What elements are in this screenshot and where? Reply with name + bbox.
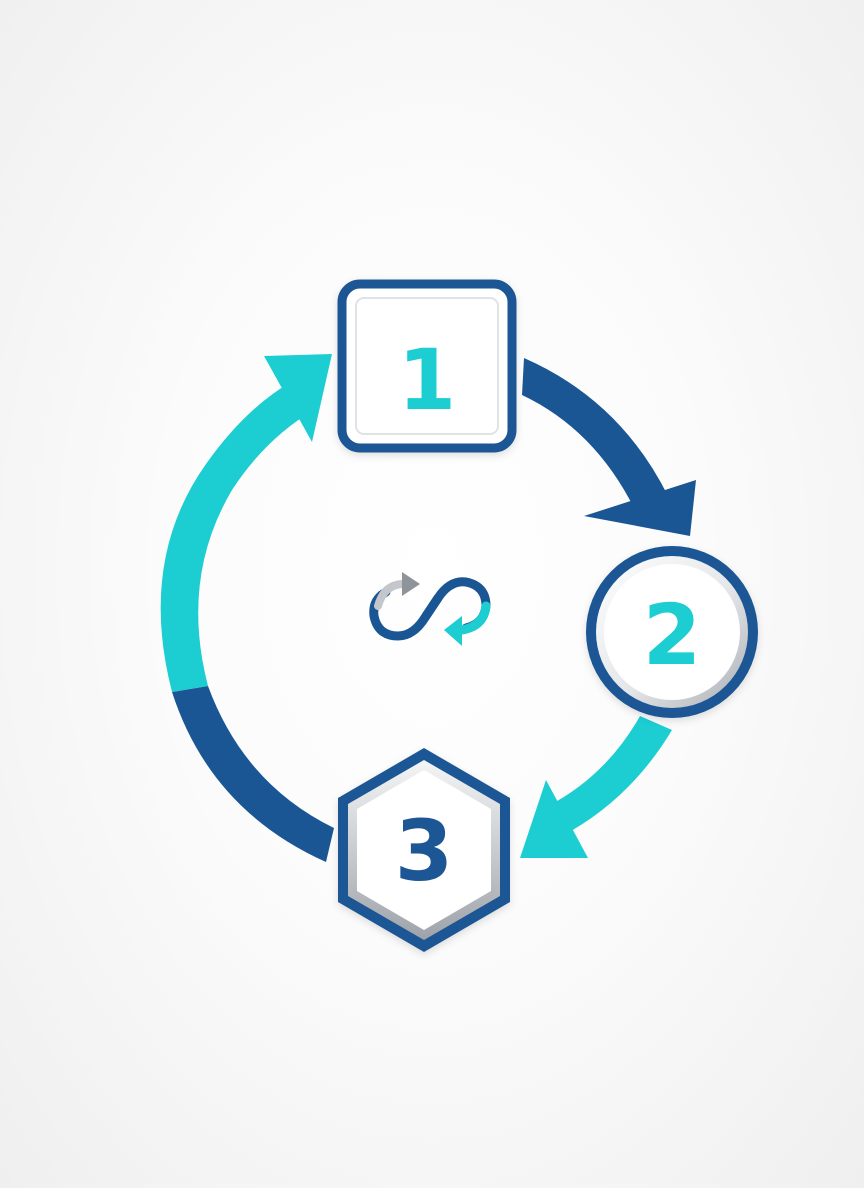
infinity-loop-silver-tail bbox=[374, 580, 408, 610]
step-2-number: 2 bbox=[643, 586, 701, 684]
step-1-number: 1 bbox=[398, 331, 456, 429]
arrow-2-3-head bbox=[520, 780, 588, 858]
step-2-node: 2 bbox=[586, 546, 758, 718]
step-3-number: 3 bbox=[395, 802, 453, 900]
step-3-node: 3 bbox=[338, 748, 510, 952]
arrow-1-2-body bbox=[522, 358, 668, 512]
infinity-loop-silver-arrowhead bbox=[402, 572, 420, 596]
arrow-step3-to-step1 bbox=[160, 354, 334, 862]
arrow-1-2-head bbox=[584, 480, 696, 536]
arrow-3-1-upper-teal bbox=[160, 376, 314, 692]
step-1-node: 1 bbox=[337, 279, 517, 453]
arrow-step2-to-step3 bbox=[520, 716, 672, 858]
step-2-face bbox=[604, 564, 740, 700]
arrow-3-1-head bbox=[264, 354, 332, 442]
arrow-2-3-body bbox=[548, 716, 672, 836]
step-1-inner bbox=[355, 297, 499, 435]
infinity-loop-icon bbox=[369, 572, 491, 646]
infinity-loop-right-teal bbox=[457, 601, 491, 635]
arrow-3-1-lower-navy bbox=[172, 686, 334, 862]
step-3-face bbox=[357, 770, 491, 930]
infinity-loop-teal-arrowhead bbox=[444, 616, 462, 646]
arrow-step1-to-step2 bbox=[522, 358, 696, 536]
